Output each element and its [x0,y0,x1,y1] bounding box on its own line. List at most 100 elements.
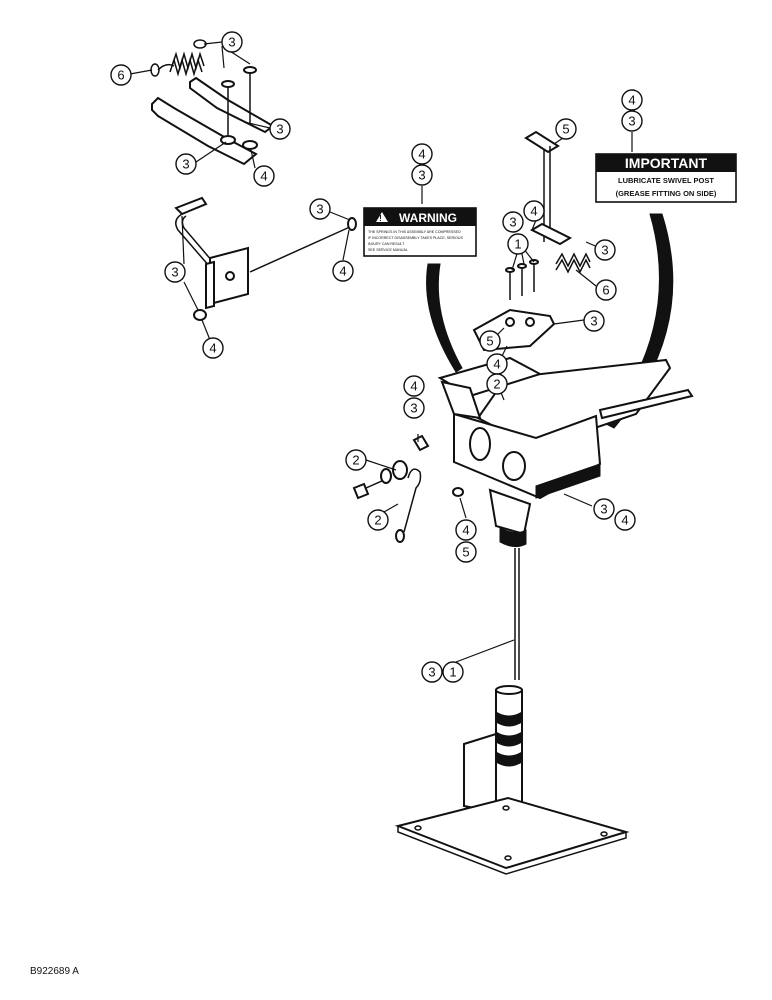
warning-decal-line-1: THE SPRINGS IN THIS ASSEMBLY ARE COMPRES… [368,230,461,234]
callout-3: 3 [221,31,243,53]
svg-text:4: 4 [418,147,425,162]
housing-shadow-strip [535,463,601,499]
callout-3: 3 [502,211,524,233]
drawing-id-label: B922689 A [30,966,79,977]
callout-3: 3 [583,310,605,332]
callout-3: 3 [594,239,616,261]
svg-text:4: 4 [530,204,537,219]
leader-lines [129,41,633,663]
callout-4: 4 [202,337,224,359]
callout-3: 3 [269,118,291,140]
swivel-post-assembly [394,548,630,875]
spacer-bushing [392,460,408,480]
lock-washers [220,135,258,150]
latch-plate-upper [189,76,275,134]
callout-3: 3 [421,661,443,683]
callout-3: 3 [593,498,615,520]
swivel-neck [488,488,532,536]
lever-link-rod [249,225,353,273]
svg-text:!: ! [379,214,382,223]
svg-text:3: 3 [182,157,189,172]
base-plate-holes [414,805,608,861]
svg-text:4: 4 [621,513,628,528]
post-tube [495,686,523,817]
callout-4: 4 [621,89,643,111]
latch-plate-lower [151,96,258,166]
housing-port-right [502,451,526,481]
callout-4: 4 [486,353,508,375]
callout-4: 4 [411,143,433,165]
callout-5: 5 [555,118,577,140]
callout-4: 4 [523,200,545,222]
bracket-bolts [505,259,539,300]
grease-fitting [412,434,430,452]
svg-text:3: 3 [410,401,417,416]
control-lever-handle [174,196,208,216]
callout-3: 3 [411,164,433,186]
svg-text:5: 5 [462,545,469,560]
svg-text:4: 4 [462,523,469,538]
svg-text:3: 3 [628,114,635,129]
callout-4: 4 [332,260,354,282]
callout-2: 2 [486,373,508,395]
callout-4: 4 [455,519,477,541]
hex-bolt [352,482,370,500]
retaining-cable [395,468,422,543]
svg-text:6: 6 [602,283,609,298]
important-decal-line-2: (GREASE FITTING ON SIDE) [616,189,717,198]
callout-3: 3 [164,261,186,283]
svg-text:3: 3 [509,215,516,230]
callouts: 3 6 3 3 4 3 4 3 4 4 3 4 3 5 3 4 1 3 6 3 … [110,31,643,683]
callout-3: 3 [175,153,197,175]
svg-text:4: 4 [260,169,267,184]
svg-text:6: 6 [117,68,124,83]
callout-2: 2 [345,449,367,471]
front-hardware [352,434,464,543]
compression-spring [555,252,591,274]
svg-text:4: 4 [209,341,216,356]
callout-5: 5 [455,541,477,563]
callout-6: 6 [110,64,132,86]
important-decal: IMPORTANT LUBRICATE SWIVEL POST (GREASE … [595,153,737,203]
base-plate [394,796,630,870]
swivel-collar [499,527,527,548]
svg-text:3: 3 [171,265,178,280]
svg-text:2: 2 [374,513,381,528]
housing-tray-rail [598,388,694,420]
callout-1: 1 [507,233,529,255]
warning-decal-pointer [426,263,463,373]
svg-text:3: 3 [316,202,323,217]
callout-4: 4 [403,375,425,397]
control-lever-assembly [174,196,357,321]
important-decal-title: IMPORTANT [625,155,708,171]
latch-spring-assembly [150,39,275,166]
callout-6: 6 [595,279,617,301]
svg-text:5: 5 [486,334,493,349]
important-decal-line-1: LUBRICATE SWIVEL POST [618,176,714,185]
svg-text:1: 1 [449,665,456,680]
callout-1: 1 [442,661,464,683]
callout-3: 3 [403,397,425,419]
svg-text:3: 3 [418,168,425,183]
bolt-washer [380,468,392,484]
coil-spring [150,39,207,77]
upper-bracket-assembly [472,130,591,352]
callout-5: 5 [479,330,501,352]
carriage-bolts [221,66,257,135]
callout-3: 3 [309,198,331,220]
svg-text:3: 3 [428,665,435,680]
callout-2: 2 [367,509,389,531]
svg-text:4: 4 [339,264,346,279]
spring-retainer-plate [524,130,560,154]
warning-decal-line-2: IF INCORRECT DISASSEMBLY TAKES PLACE, SE… [368,236,464,240]
warning-decal-title: WARNING [399,211,457,225]
post-grip-rings [495,711,523,767]
svg-text:4: 4 [410,379,417,394]
callout-3: 3 [621,110,643,132]
svg-text:4: 4 [628,93,635,108]
svg-text:5: 5 [562,122,569,137]
svg-text:3: 3 [228,35,235,50]
svg-text:3: 3 [601,243,608,258]
callout-4: 4 [614,509,636,531]
